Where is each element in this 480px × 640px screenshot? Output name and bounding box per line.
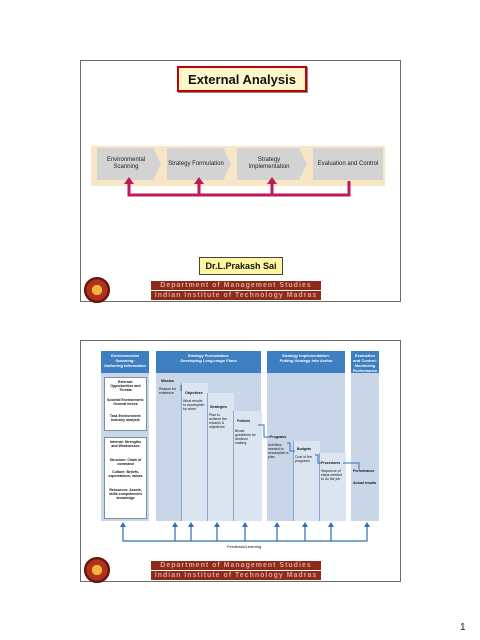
societal-env: Societal Environment: General forces — [107, 398, 144, 406]
slide-title: External Analysis — [177, 66, 307, 92]
resources-item: Resources: Assets, skills competencies k… — [108, 488, 143, 500]
stage-strategy-implementation: Strategy Implementation — [237, 148, 307, 180]
internal-box: Internal: Strengths and Weaknesses Struc… — [104, 437, 147, 519]
task-env: Task Environment: Industry analysis — [109, 414, 142, 422]
stripe-budgets — [293, 441, 320, 521]
stripe-policies — [233, 411, 262, 521]
procedures-label: Procedures — [321, 461, 341, 465]
header-evaluation-title: Evaluation and Control: — [353, 353, 377, 363]
header-scanning-title: Environmental Scanning: — [111, 353, 139, 363]
col-evaluation-body — [351, 373, 379, 521]
stripe-objectives — [181, 383, 208, 521]
header-scanning: Environmental Scanning: Gathering Inform… — [101, 351, 149, 373]
footer-department: Department of Management Studies — [151, 281, 321, 290]
header-evaluation: Evaluation and Control: Monitoring Perfo… — [351, 351, 379, 373]
header-formulation-subtitle: Developing Long-range Plans — [180, 358, 237, 363]
objectives-desc: What results to accomplish by when — [183, 399, 205, 411]
programs-desc: Activities needed to accomplish a plan — [268, 443, 289, 459]
policies-label: Policies — [237, 419, 251, 423]
header-implementation-subtitle: Putting Strategy into Action — [279, 358, 333, 363]
author-label: Dr.L.Prakash Sai — [199, 257, 283, 275]
footer-department-2: Department of Management Studies — [151, 561, 321, 570]
header-formulation-title: Strategy Formulation: — [187, 353, 230, 358]
slide-1: External Analysis Environmental Scanning… — [80, 60, 401, 303]
header-formulation: Strategy Formulation: Developing Long-ra… — [156, 351, 261, 373]
culture-item: Culture: Beliefs, expectations, values — [108, 470, 143, 478]
header-evaluation-subtitle: Monitoring Performance — [352, 363, 378, 373]
mission-desc: Reason for existence — [159, 387, 177, 395]
stripe-procedures — [319, 453, 346, 521]
footer-2: Department of Management Studies Indian … — [81, 557, 400, 583]
external-box: External: Opportunities and Threats Soci… — [104, 377, 147, 431]
budgets-label: Budgets — [297, 447, 311, 451]
mission-label: Mission — [161, 379, 175, 383]
strategies-label: Strategies — [210, 405, 227, 409]
footer-institute-2: Indian Institute of Technology Madras — [151, 571, 321, 580]
internal-heading: Internal: Strengths and Weaknesses — [109, 440, 142, 448]
header-implementation-title: Strategy Implementation: — [281, 353, 330, 358]
budgets-desc: Cost of the programs — [295, 455, 312, 463]
stage-strategy-formulation: Strategy Formulation — [167, 148, 231, 180]
strategies-desc: Plan to achieve the mission & objectives — [209, 413, 227, 429]
page-number: 1 — [460, 622, 466, 633]
procedures-desc: Sequence of steps needed to do the job — [321, 469, 343, 481]
actual-results-label: Actual results — [353, 481, 377, 485]
institute-logo-2-icon — [84, 557, 110, 583]
stage-evaluation-control: Evaluation and Control — [313, 148, 383, 180]
policies-desc: Broad guidelines for decision making — [235, 429, 256, 445]
stripe-strategies — [207, 393, 234, 521]
slide-2: Environmental Scanning: Gathering Inform… — [80, 340, 401, 583]
institute-logo-icon — [84, 277, 110, 303]
feedback-label: Feedback/Learning — [227, 544, 262, 549]
objectives-label: Objectives — [185, 391, 203, 395]
flow-arrows — [120, 385, 370, 542]
structure-item: Structure: Chain of command — [109, 458, 142, 466]
header-scanning-subtitle: Gathering Information — [104, 363, 146, 368]
footer: Department of Management Studies Indian … — [81, 277, 400, 303]
external-heading: External: Opportunities and Threats — [110, 380, 141, 392]
feedback-arrows — [124, 177, 351, 197]
programs-label: Programs — [270, 435, 287, 439]
stage-environmental-scanning: Environmental Scanning — [97, 148, 161, 180]
performance-label: Performance — [353, 469, 375, 473]
header-implementation: Strategy Implementation: Putting Strateg… — [267, 351, 345, 373]
footer-institute: Indian Institute of Technology Madras — [151, 291, 321, 300]
